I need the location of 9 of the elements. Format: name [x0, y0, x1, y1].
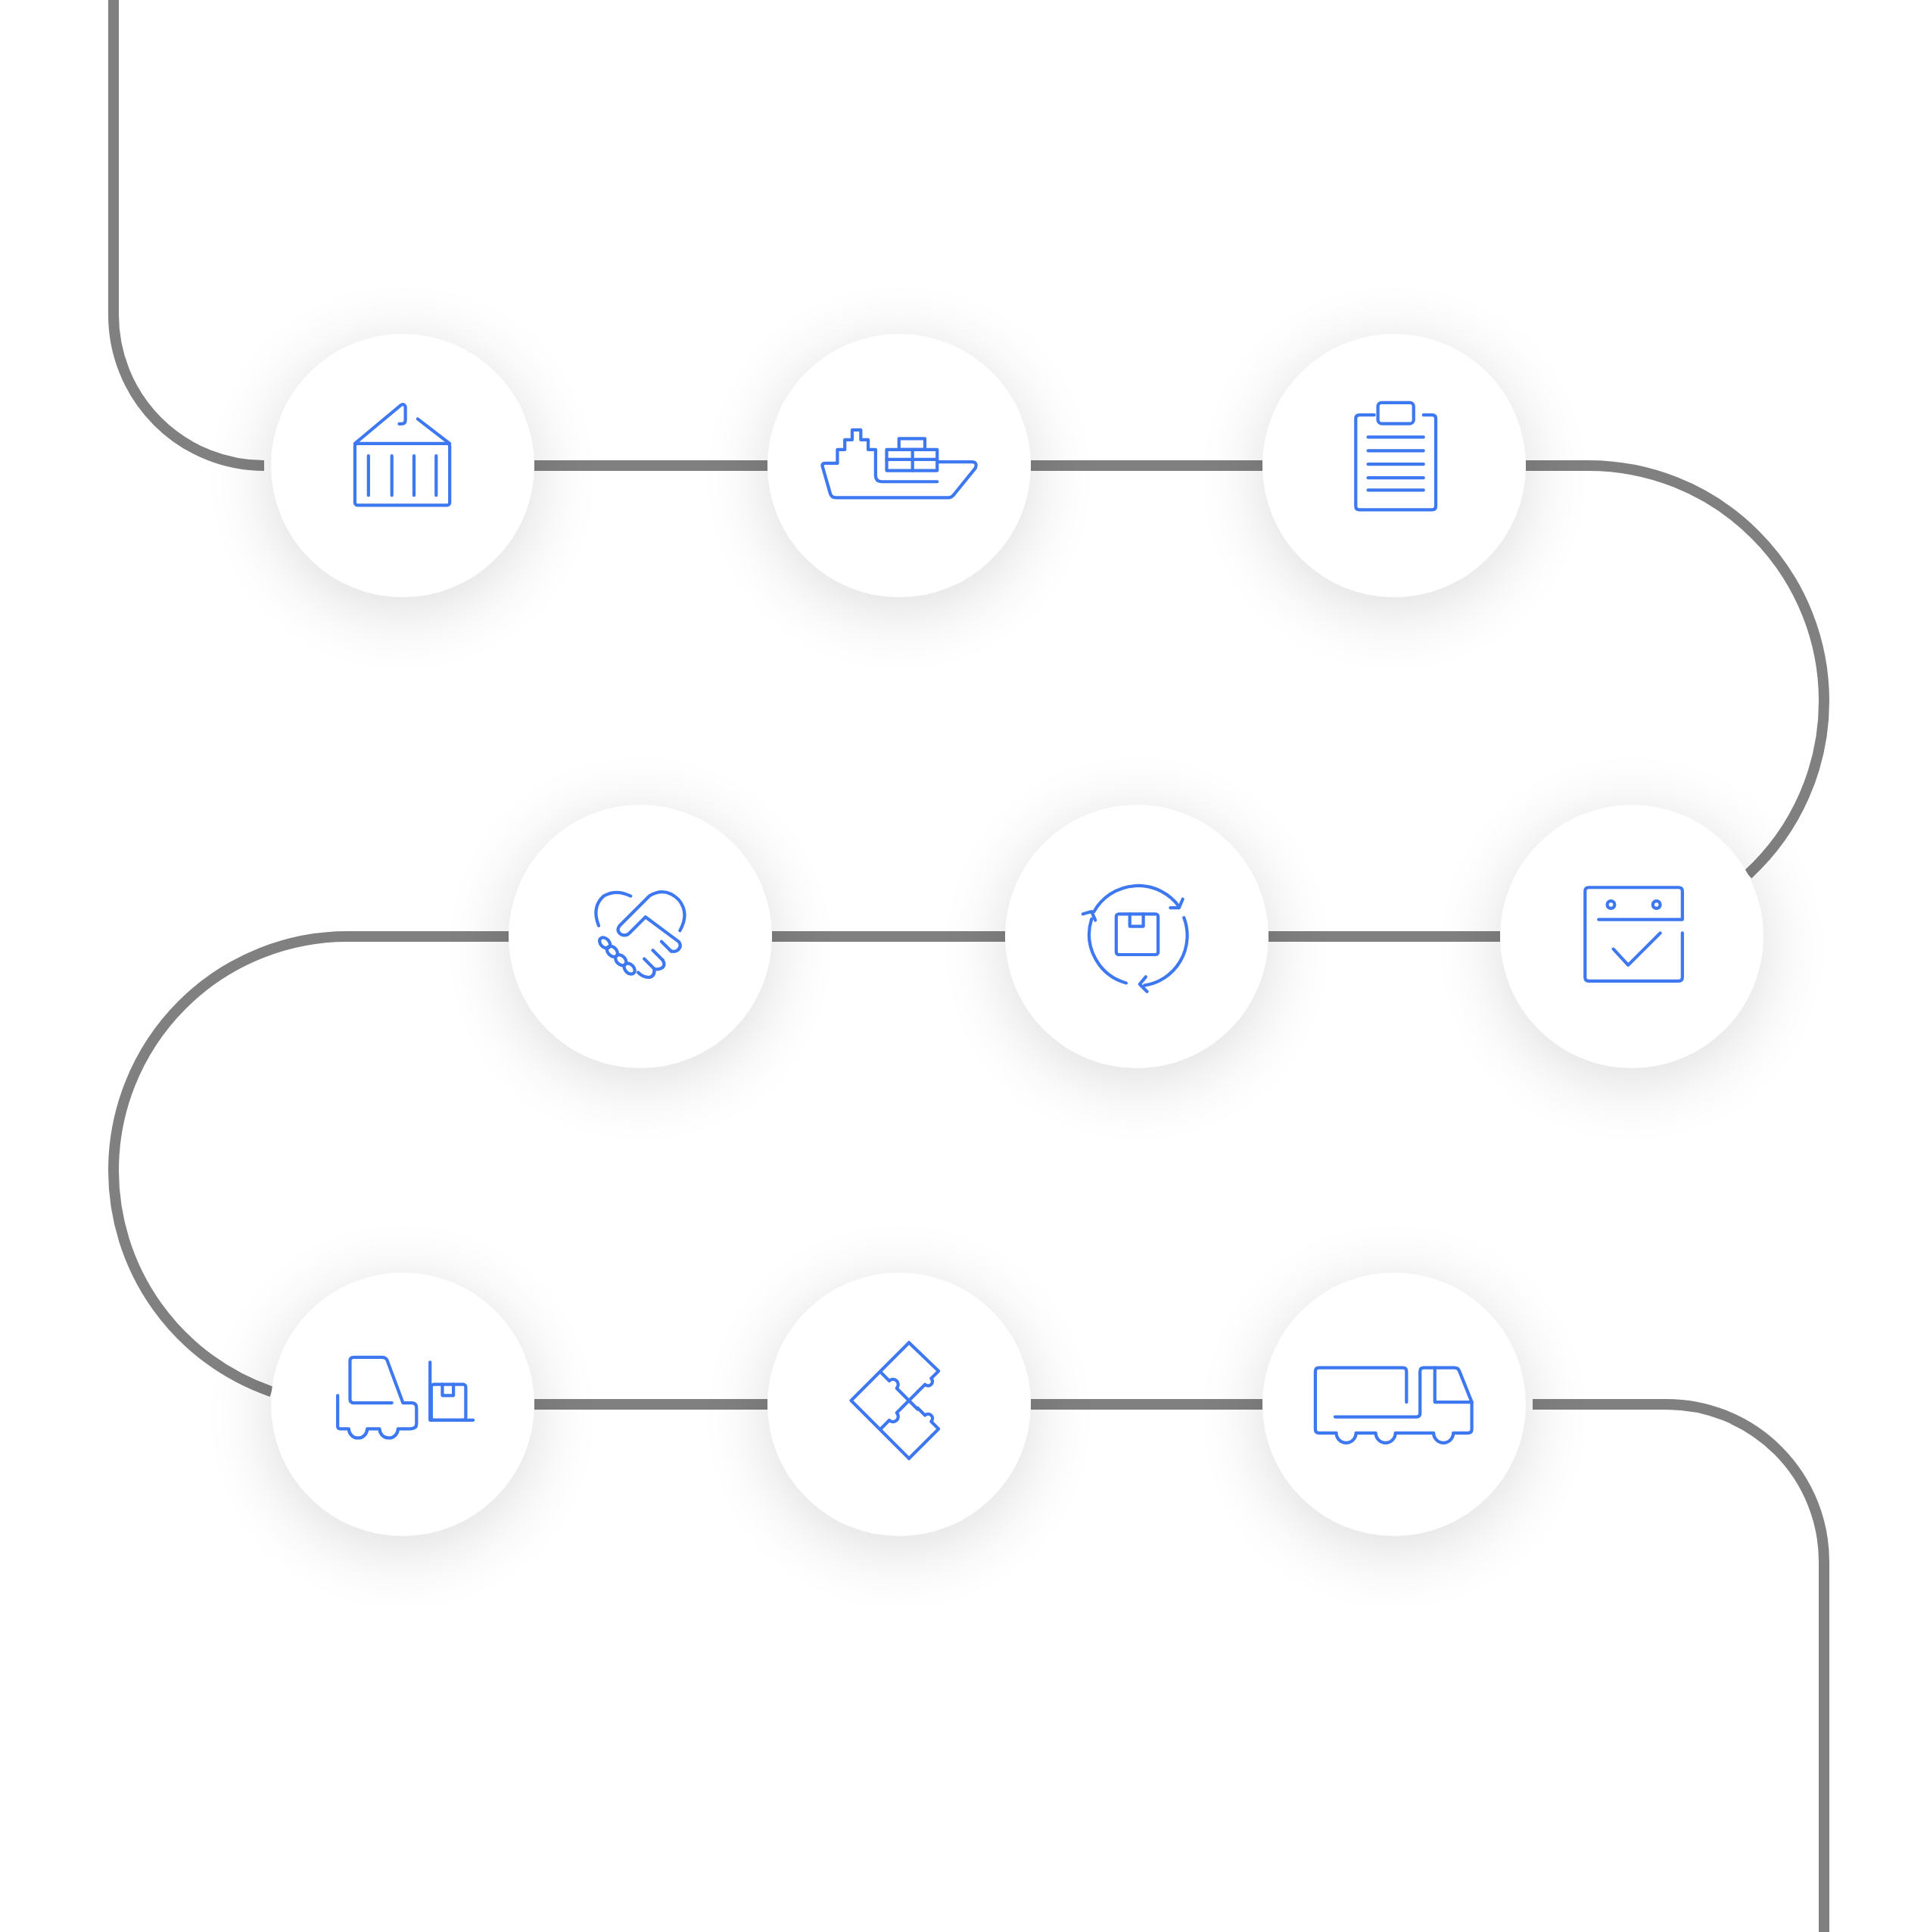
- connector-line: [1031, 1399, 1262, 1410]
- connector-line: [108, 931, 509, 1397]
- connector-line: [534, 1399, 767, 1410]
- connector-line: [772, 931, 1005, 942]
- connector-line: [1533, 1399, 1829, 1932]
- connector-line: [1526, 460, 1829, 878]
- connector-line: [1269, 931, 1500, 942]
- connector-line: [1031, 460, 1262, 471]
- connector-line: [534, 460, 767, 471]
